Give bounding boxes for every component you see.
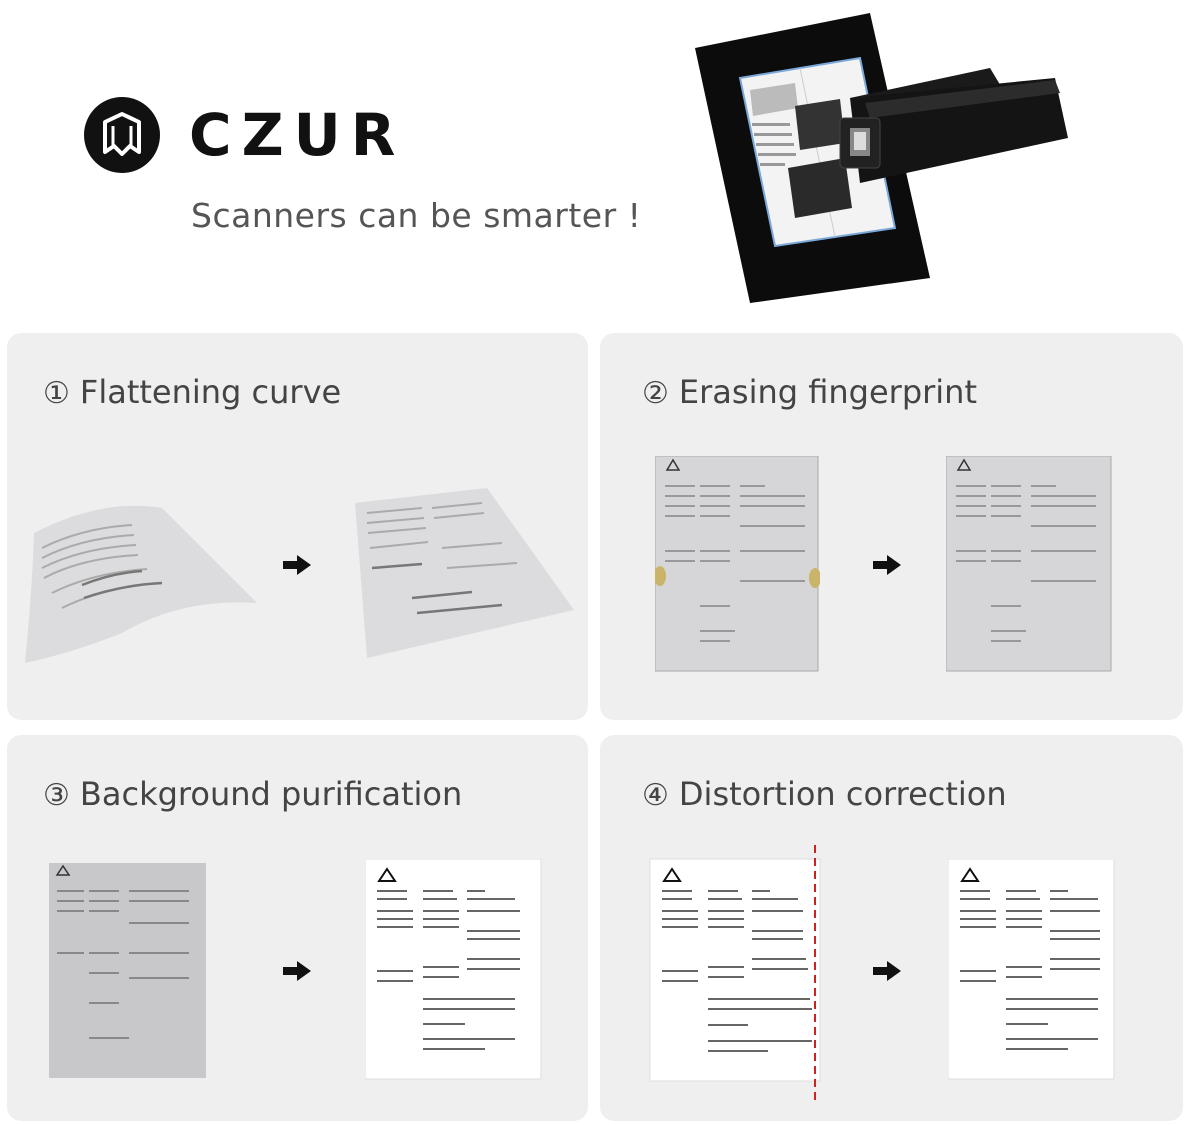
brand-name: CZUR — [189, 101, 406, 169]
corrected-page-image — [948, 859, 1115, 1080]
flattened-page-image — [355, 488, 574, 658]
curved-page-image — [25, 505, 257, 663]
right-arrow-icon — [283, 961, 311, 981]
brand-logo: CZUR — [83, 96, 405, 174]
feature-label: Background purification — [79, 775, 463, 813]
feature-number: ③ — [43, 778, 70, 813]
feature-title: ① Flattening curve — [43, 373, 341, 411]
feature-panel-distortion: ④ Distortion correction — [600, 735, 1183, 1121]
right-arrow-icon — [283, 555, 311, 575]
white-background-page-image — [365, 859, 542, 1080]
feature-panel-flattening: ① Flattening curve — [7, 333, 588, 720]
czur-logo-icon — [84, 97, 160, 173]
distorted-page-image — [649, 845, 821, 1105]
scanner-product-image — [695, 13, 1068, 303]
feature-title: ② Erasing fingerprint — [642, 373, 977, 411]
feature-number: ④ — [642, 778, 669, 813]
page-cleaned-image — [946, 456, 1112, 672]
feature-number: ② — [642, 376, 669, 411]
feature-title: ④ Distortion correction — [642, 775, 1007, 813]
right-arrow-icon — [873, 555, 901, 575]
page-with-fingerprints-image — [655, 456, 820, 672]
gray-background-page-image — [49, 863, 206, 1078]
header: CZUR Scanners can be smarter ! — [0, 0, 1187, 330]
feature-label: Erasing fingerprint — [678, 373, 977, 411]
feature-number: ① — [43, 376, 70, 411]
right-arrow-icon — [873, 961, 901, 981]
tagline: Scanners can be smarter ! — [191, 196, 642, 235]
feature-panel-fingerprint: ② Erasing fingerprint — [600, 333, 1183, 720]
feature-label: Distortion correction — [678, 775, 1007, 813]
feature-panel-background: ③ Background purification — [7, 735, 588, 1121]
feature-title: ③ Background purification — [43, 775, 462, 813]
feature-label: Flattening curve — [79, 373, 342, 411]
